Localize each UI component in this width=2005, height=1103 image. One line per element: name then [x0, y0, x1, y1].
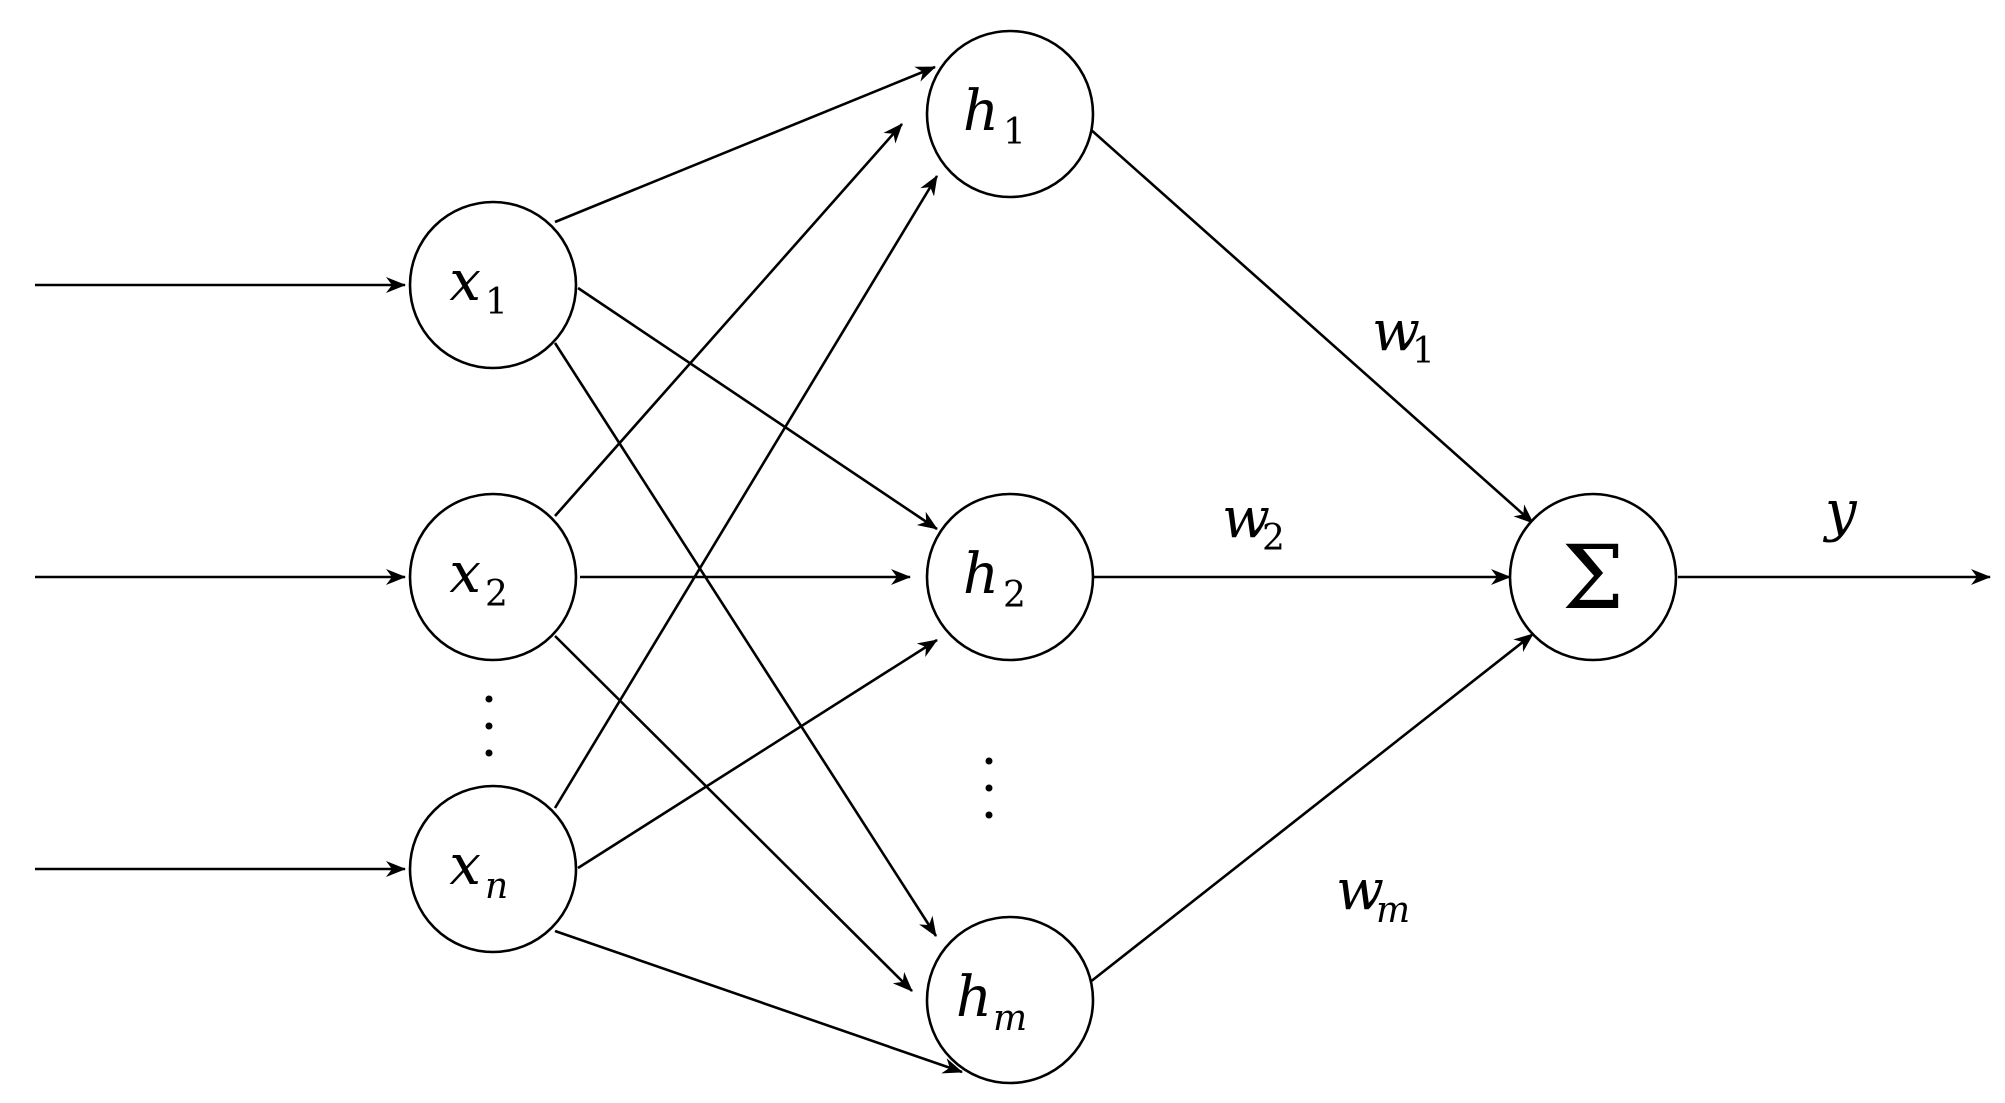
- edge-x2-hm: [554, 635, 913, 992]
- edge-x2-h1: [554, 123, 903, 517]
- hidden-ellipsis: [985, 757, 993, 819]
- sum-node: Σ: [1508, 492, 1678, 662]
- input-node-x2-symbol: x: [449, 541, 481, 606]
- weight-w2-symbol: w: [1222, 486, 1270, 551]
- hidden-node-h2: h 2: [925, 492, 1095, 662]
- edge-hm-sum: [1079, 632, 1534, 992]
- hidden-node-hm-symbol: h: [956, 965, 992, 1030]
- weight-label-wm: w m: [1336, 858, 1410, 931]
- weight-label-w2: w 2: [1222, 486, 1285, 559]
- input-node-xn-subscript: n: [485, 866, 508, 907]
- input-ellipsis: [485, 695, 493, 757]
- input-node-xn-symbol: x: [449, 833, 481, 898]
- input-node-x1: x 1: [408, 200, 578, 370]
- input-node-x2-subscript: 2: [485, 574, 508, 615]
- weight-w1-symbol: w: [1372, 299, 1420, 364]
- hidden-node-hm-subscript: m: [993, 998, 1027, 1039]
- edge-x1-hm: [553, 342, 938, 937]
- weight-w1-subscript: 1: [1412, 331, 1435, 372]
- hidden-node-h2-symbol: h: [963, 542, 999, 607]
- hidden-node-hm: h m: [925, 915, 1095, 1085]
- weight-wm-subscript: m: [1376, 890, 1410, 931]
- input-node-x1-symbol: x: [449, 249, 481, 314]
- weight-w2-subscript: 2: [1262, 518, 1285, 559]
- hidden-node-h1: h 1: [925, 29, 1095, 199]
- edge-xn-hm: [554, 929, 963, 1074]
- edge-x1-h1: [554, 65, 936, 224]
- edge-h1-sum: [1079, 119, 1534, 524]
- input-node-x1-subscript: 1: [485, 282, 508, 323]
- sum-symbol: Σ: [1562, 526, 1624, 629]
- edge-xn-h1: [553, 175, 939, 809]
- hidden-node-h1-subscript: 1: [1003, 112, 1026, 153]
- output-label-y: y: [1822, 479, 1858, 544]
- input-node-xn: x n: [408, 784, 578, 954]
- hidden-node-h2-subscript: 2: [1003, 575, 1026, 616]
- input-node-x2: x 2: [408, 492, 578, 662]
- weight-wm-symbol: w: [1336, 858, 1384, 923]
- edge-x1-h2: [577, 286, 938, 531]
- weight-label-w1: w 1: [1372, 299, 1435, 372]
- hidden-node-h1-symbol: h: [963, 79, 999, 144]
- edge-xn-h2: [577, 638, 938, 870]
